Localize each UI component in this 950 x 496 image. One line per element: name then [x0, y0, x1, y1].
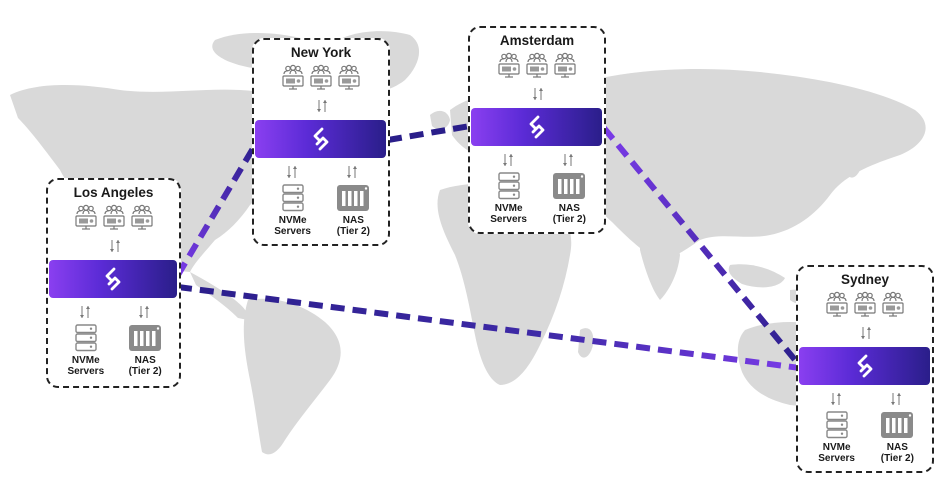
users-workstation-icon	[74, 204, 97, 230]
nas-icon	[881, 412, 914, 438]
bidirectional-arrow-icon	[533, 88, 543, 100]
site-title: New York	[290, 45, 352, 60]
bidirectional-arrow-icon	[139, 306, 150, 318]
device-label-line1: NAS	[558, 203, 580, 214]
device-label-line2: (Tier 2)	[128, 366, 162, 377]
site-amsterdam: Amsterdam	[468, 26, 606, 234]
storage-hub	[255, 120, 386, 158]
bidirectional-arrow-icon	[79, 306, 90, 318]
users-workstation-icon	[310, 64, 332, 90]
site-new-york: New York	[252, 38, 390, 246]
bidirectional-arrow-icon	[502, 154, 513, 166]
device-label-line2: (Tier 2)	[552, 214, 586, 225]
users-workstation-icon	[338, 64, 360, 90]
hub-logo-icon	[529, 115, 544, 139]
device-label-line2: Servers	[818, 453, 855, 464]
nas-device: NAS(Tier 2)	[323, 184, 383, 237]
device-label-line1: NVMe	[822, 442, 851, 453]
server-rack-icon	[825, 411, 848, 439]
hub-logo-icon	[105, 267, 121, 291]
storage-hub	[49, 260, 177, 298]
device-label-line2: (Tier 2)	[336, 226, 370, 237]
bidirectional-arrow-icon	[347, 166, 358, 178]
server-rack-icon	[75, 324, 97, 352]
device-label-line2: Servers	[67, 366, 105, 377]
users-workstation-icon	[854, 291, 876, 317]
device-label-line1: NVMe	[494, 203, 523, 214]
storage-hub	[799, 347, 930, 385]
device-label-line2: (Tier 2)	[880, 453, 914, 464]
link-ny-ams	[387, 123, 471, 143]
nas-icon	[553, 173, 586, 199]
users-workstation-icon	[826, 291, 848, 317]
device-label-line1: NAS	[134, 355, 156, 366]
device-label-line2: Servers	[490, 214, 527, 225]
link-ams-syd	[601, 126, 803, 368]
nas-device: NAS(Tier 2)	[115, 324, 175, 377]
users-workstation-icon	[282, 64, 304, 90]
site-sydney: Sydney	[796, 265, 934, 473]
device-label-line2: Servers	[274, 226, 311, 237]
user-workstations	[470, 52, 604, 78]
users-workstation-icon	[882, 291, 904, 317]
device-label-line1: NAS	[342, 215, 364, 226]
users-workstation-icon	[498, 52, 520, 78]
bidirectional-arrow-icon	[830, 393, 841, 405]
device-label-line1: NAS	[886, 442, 908, 453]
users-workstation-icon	[554, 52, 576, 78]
storage-hub	[471, 108, 602, 146]
device-label-line1: NVMe	[278, 215, 307, 226]
nas-device: NAS(Tier 2)	[539, 172, 599, 225]
nas-icon	[129, 325, 162, 351]
users-workstation-icon	[102, 204, 125, 230]
user-workstations	[48, 204, 179, 230]
bidirectional-arrow-icon	[861, 327, 871, 339]
user-workstations	[798, 291, 932, 317]
bidirectional-arrow-icon	[563, 154, 574, 166]
site-title: Los Angeles	[73, 185, 154, 200]
site-title: Amsterdam	[499, 33, 575, 48]
hub-logo-icon	[857, 354, 872, 378]
bidirectional-arrow-icon	[891, 393, 902, 405]
server-rack-icon	[281, 184, 304, 212]
bidirectional-arrow-icon	[286, 166, 297, 178]
site-title: Sydney	[840, 272, 890, 287]
bidirectional-arrow-icon	[317, 100, 327, 112]
nas-device: NAS(Tier 2)	[867, 411, 927, 464]
bidirectional-arrow-icon	[109, 240, 120, 252]
link-la-ny	[175, 138, 261, 277]
users-workstation-icon	[130, 204, 153, 230]
device-label-line1: NVMe	[71, 355, 100, 366]
site-los-angeles: Los Angeles	[46, 178, 181, 388]
users-workstation-icon	[526, 52, 548, 78]
hub-logo-icon	[313, 127, 328, 151]
link-la-syd	[177, 284, 801, 371]
user-workstations	[254, 64, 388, 90]
nas-icon	[337, 185, 370, 211]
server-rack-icon	[497, 172, 520, 200]
